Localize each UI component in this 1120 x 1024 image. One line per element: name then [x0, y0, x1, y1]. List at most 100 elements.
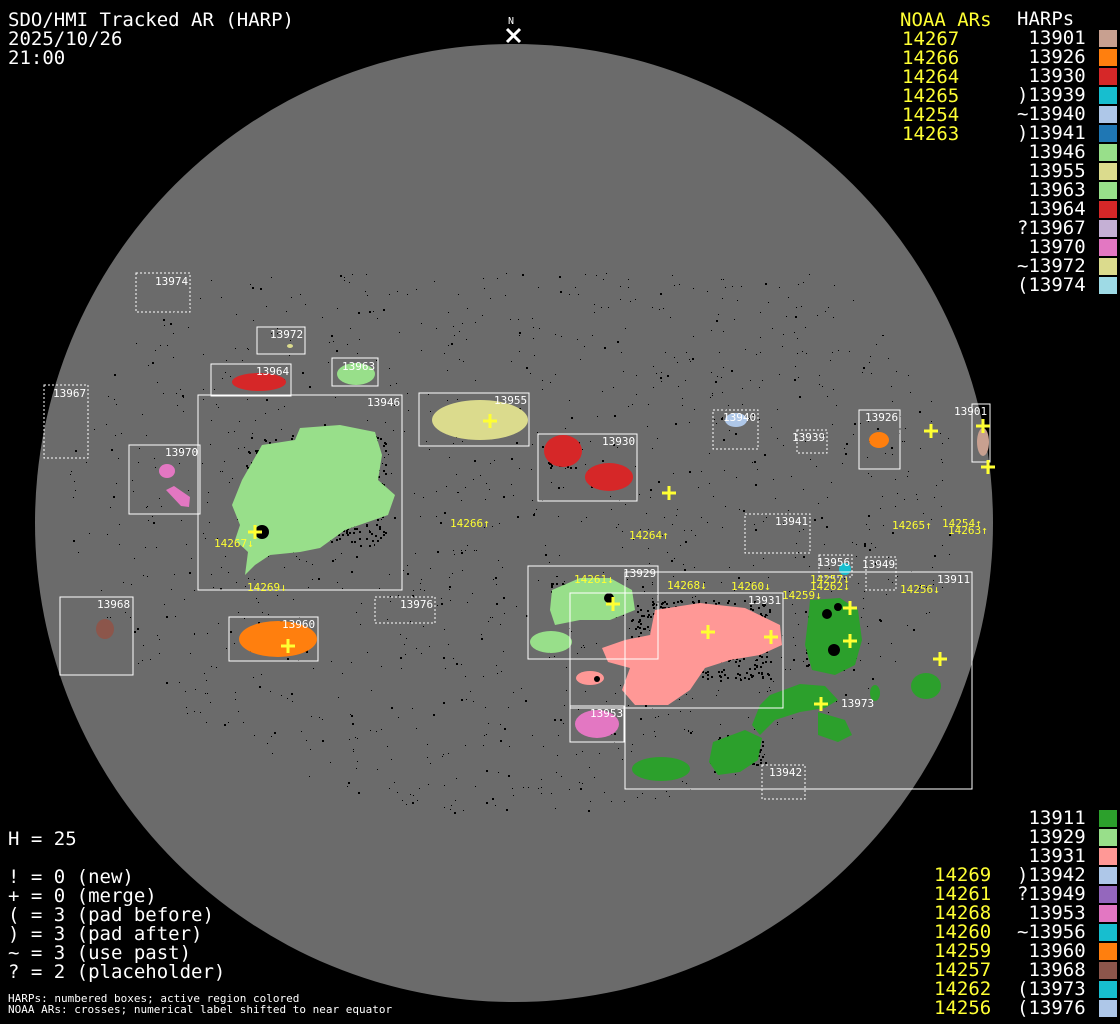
- region-13946: [232, 425, 395, 575]
- harp-label-13949: 13949: [862, 558, 895, 571]
- harp-label-13953: 13953: [590, 707, 623, 720]
- noaa-label-14266: 14266↑: [450, 517, 490, 530]
- harp-legend-item: 13926: [1017, 46, 1086, 68]
- harp-color-swatch: [1099, 258, 1117, 275]
- harp-boxes: [43, 272, 991, 800]
- box-13956: [818, 554, 853, 578]
- region-13963: [337, 363, 375, 385]
- box-13953: [569, 705, 625, 743]
- harp-label-13942: 13942: [769, 766, 802, 779]
- harp-legend-item: ~13972: [1017, 255, 1086, 277]
- noaa-legend-item: 14268: [934, 902, 992, 924]
- harp-color-swatch: [1099, 87, 1117, 104]
- stats-line: ( = 3 (pad before): [8, 904, 214, 926]
- harp-color-swatch: [1099, 829, 1117, 846]
- box-13974: [135, 272, 191, 313]
- harp-legend-item: 13960: [1017, 940, 1086, 962]
- noaa-legend-item: 14259: [934, 940, 992, 962]
- harp-color-swatch: [1099, 867, 1117, 884]
- harp-color-swatch: [1099, 106, 1117, 123]
- box-13929: [527, 565, 659, 660]
- box-13942: [761, 764, 806, 800]
- harp-legend-item: 13946: [1017, 141, 1086, 163]
- harp-color-swatch: [1099, 144, 1117, 161]
- noaa-legend-item: 14260: [934, 921, 992, 943]
- box-13960: [228, 616, 319, 662]
- noaa-legend-item: 14262: [934, 978, 992, 1000]
- box-13955: [418, 392, 530, 447]
- region-13953: [575, 710, 619, 738]
- box-13939: [796, 429, 828, 454]
- harp-legend-item: (13974: [1017, 274, 1086, 296]
- harp-legend-item: ~13956: [1017, 921, 1086, 943]
- noaa-label-14257: 14257↓: [810, 573, 850, 586]
- harp-label-13967: 13967: [53, 387, 86, 400]
- harp-legend-item: 13930: [1017, 65, 1086, 87]
- title: SDO/HMI Tracked AR (HARP): [8, 9, 294, 31]
- noaa-label-14263: 14263↑: [948, 524, 988, 537]
- harp-legend-item: 13953: [1017, 902, 1086, 924]
- harp-color-swatch: [1099, 924, 1117, 941]
- noaa-label-14265: 14265↑: [892, 519, 932, 532]
- harp-legend-item: )13939: [1017, 84, 1086, 106]
- region-13940: [725, 413, 747, 427]
- noaa-legend-item: 14256: [934, 997, 992, 1019]
- harp-label-13901: 13901: [954, 405, 987, 418]
- noaa-label-14259: 14259↓: [782, 589, 822, 602]
- harp-color-swatch: [1099, 905, 1117, 922]
- noaa-crosses: [248, 414, 995, 711]
- harp-color-swatch: [1099, 125, 1117, 142]
- harp-label-13972: 13972: [270, 328, 303, 341]
- harp-color-swatch: [1099, 886, 1117, 903]
- box-13940: [712, 409, 759, 450]
- noaa-label-14254: 14254↑: [942, 517, 982, 530]
- noaa-label-14267: 14267↓: [214, 537, 254, 550]
- box-13911: [624, 571, 973, 790]
- harp-legend-item: )13941: [1017, 122, 1086, 144]
- harp-label-13930: 13930: [602, 435, 635, 448]
- harp-label-13964: 13964: [256, 365, 289, 378]
- noaa-label-14260: 14260↓: [731, 580, 771, 593]
- harp-label-13963: 13963: [342, 360, 375, 373]
- note-noaa: NOAA ARs: crosses; numerical label shift…: [8, 1003, 393, 1016]
- noaa-label-14268: 14268↓: [667, 579, 707, 592]
- box-13970: [128, 444, 201, 515]
- harp-legend-item: ?13967: [1017, 217, 1086, 239]
- region-13929a: [550, 578, 635, 625]
- stats-line: + = 0 (merge): [8, 885, 157, 907]
- harp-label-13929: 13929: [623, 567, 656, 580]
- h-count: H = 25: [8, 828, 77, 850]
- box-13946: [197, 394, 403, 591]
- harp-color-swatch: [1099, 220, 1117, 237]
- active-region-patches: [96, 344, 989, 781]
- harp-color-swatch: [1099, 49, 1117, 66]
- harps-legend-title: HARPs: [1017, 8, 1075, 30]
- harp-label-13970: 13970: [165, 446, 198, 459]
- noaa-legend-title: NOAA ARs: [900, 9, 992, 31]
- harp-label-13939: 13939: [792, 431, 825, 444]
- harp-legend-item: 13970: [1017, 236, 1086, 258]
- harp-legend-item: 13963: [1017, 179, 1086, 201]
- harp-color-swatch: [1099, 943, 1117, 960]
- box-13930: [537, 433, 638, 502]
- box-13976: [374, 596, 436, 624]
- region-13931: [602, 603, 782, 705]
- box-13972: [256, 326, 306, 355]
- box-13949: [865, 556, 897, 591]
- noaa-label-14262: 14262↓: [810, 580, 850, 593]
- harp-label-13973: 13973: [841, 697, 874, 710]
- note-harps: HARPs: numbered boxes; active region col…: [8, 992, 300, 1005]
- region-13926: [869, 432, 889, 448]
- harp-legend-item: (13973: [1017, 978, 1086, 1000]
- harp-label-13946: 13946: [367, 396, 400, 409]
- harp-legend-item: 13929: [1017, 826, 1086, 848]
- noaa-legend-item: 14269: [934, 864, 992, 886]
- noaa-label-14269: 14269↓: [247, 581, 287, 594]
- noaa-legend-item: 14261: [934, 883, 992, 905]
- box-13941: [744, 513, 811, 554]
- box-13901: [971, 403, 991, 463]
- north-x-icon: [505, 27, 522, 44]
- noaa-legend-item: 14254: [902, 104, 960, 126]
- harp-label-13968: 13968: [97, 598, 130, 611]
